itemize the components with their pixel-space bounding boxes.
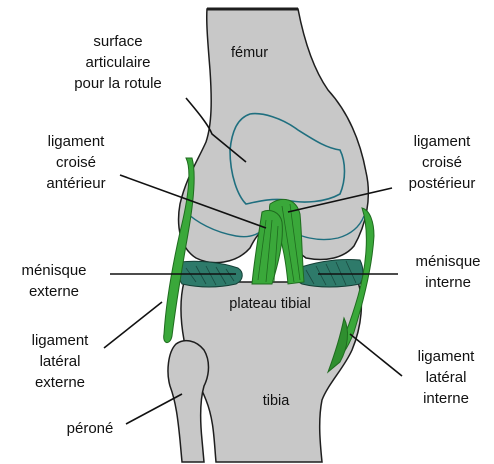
label-lcp-line-3: postérieur <box>409 175 476 192</box>
label-lli-line-1: ligament <box>418 348 476 365</box>
label-femur: fémur <box>231 45 268 61</box>
label-perone: péroné <box>67 420 114 437</box>
leader-perone <box>126 394 182 424</box>
label-lle-line-3: externe <box>35 374 85 391</box>
label-lle-line-1: ligament <box>32 332 90 349</box>
label-plateau-tibial: plateau tibial <box>229 296 310 312</box>
label-menisque-interne-line-1: ménisque <box>415 253 480 270</box>
label-lcp-line-1: ligament <box>414 133 472 150</box>
label-lcp-line-2: croisé <box>422 154 462 171</box>
leader-ligament-lateral-externe <box>104 302 162 348</box>
label-surface-line-3: pour la rotule <box>74 75 162 92</box>
label-tibia: tibia <box>263 393 291 409</box>
label-lli-line-2: latéral <box>426 369 467 386</box>
label-lca-line-3: antérieur <box>46 175 105 192</box>
label-lca-line-1: ligament <box>48 133 106 150</box>
label-menisque-interne-line-2: interne <box>425 274 471 291</box>
label-surface-line-2: articulaire <box>85 54 150 71</box>
label-lle-line-2: latéral <box>40 353 81 370</box>
label-lli-line-3: interne <box>423 390 469 407</box>
label-surface-line-1: surface <box>93 33 142 50</box>
fibula-bone <box>168 341 209 462</box>
label-menisque-externe-line-1: ménisque <box>21 262 86 279</box>
label-lca-line-2: croisé <box>56 154 96 171</box>
label-menisque-externe-line-2: externe <box>29 283 79 300</box>
leader-ligament-lateral-interne <box>350 334 402 376</box>
